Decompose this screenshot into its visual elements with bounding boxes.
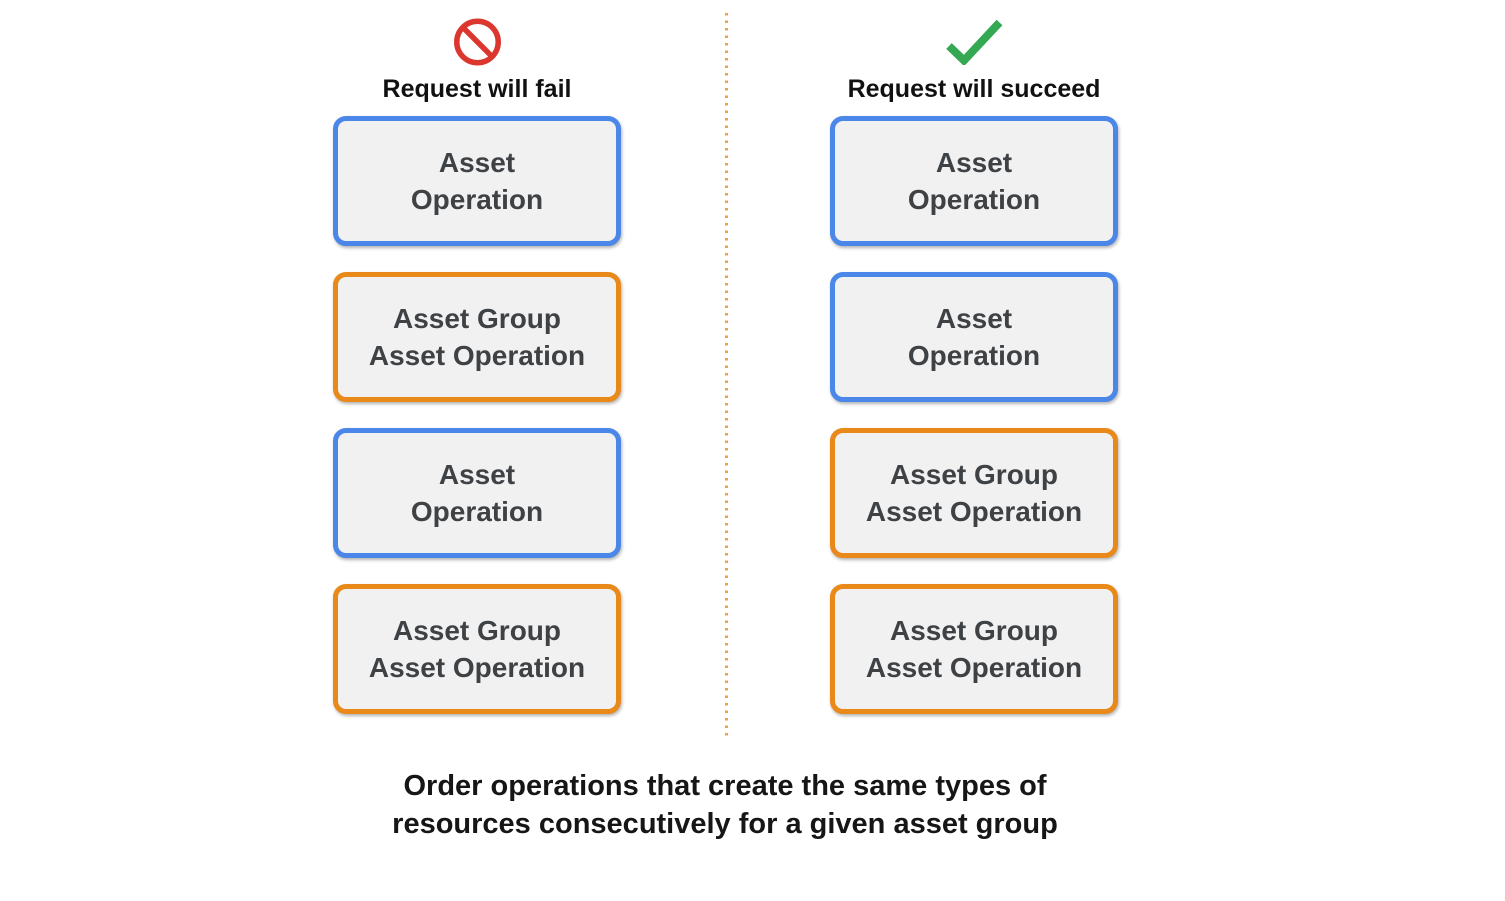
node-asset-group-asset-operation: Asset Group Asset Operation [830,428,1118,558]
node-asset-group-asset-operation: Asset Group Asset Operation [333,272,621,402]
node-asset-group-asset-operation: Asset Group Asset Operation [333,584,621,714]
node-asset-operation: Asset Operation [830,116,1118,246]
caption: Order operations that create the same ty… [295,767,1155,843]
node-label-line: Asset [438,147,516,178]
caption-line-2: resources consecutively for a given asse… [392,808,1058,840]
node-label-line: Asset Operation [368,340,586,371]
node-label-line: Asset Operation [865,496,1083,527]
node-label-line: Asset Group [392,303,562,334]
fail-column: Request will fail Asset Operation Asset … [332,14,622,740]
node-label-line: Asset Group [889,615,1059,646]
fail-icon-slot [453,14,502,70]
node-label-line: Asset [935,147,1013,178]
node-asset-group-asset-operation: Asset Group Asset Operation [830,584,1118,714]
divider-dotted-line [725,13,728,740]
node-asset-operation: Asset Operation [333,428,621,558]
node-label-line: Operation [410,184,544,215]
node-label-line: Operation [907,340,1041,371]
fail-column-title: Request will fail [382,75,572,103]
node-label-line: Asset [935,303,1013,334]
prohibition-icon [453,18,501,66]
node-label-line: Asset [438,459,516,490]
caption-line-1: Order operations that create the same ty… [403,770,1047,802]
node-label-line: Operation [907,184,1041,215]
node-label-line: Asset Operation [368,652,586,683]
node-asset-operation: Asset Operation [333,116,621,246]
node-label-line: Operation [410,496,544,527]
node-label-line: Asset Group [889,459,1059,490]
succeed-column: Request will succeed Asset Operation Ass… [829,14,1119,740]
node-asset-operation: Asset Operation [830,272,1118,402]
node-label-line: Asset Group [392,615,562,646]
succeed-icon-slot [945,14,1003,70]
node-label-line: Asset Operation [865,652,1083,683]
checkmark-icon [946,19,1003,65]
succeed-column-title: Request will succeed [847,75,1101,103]
